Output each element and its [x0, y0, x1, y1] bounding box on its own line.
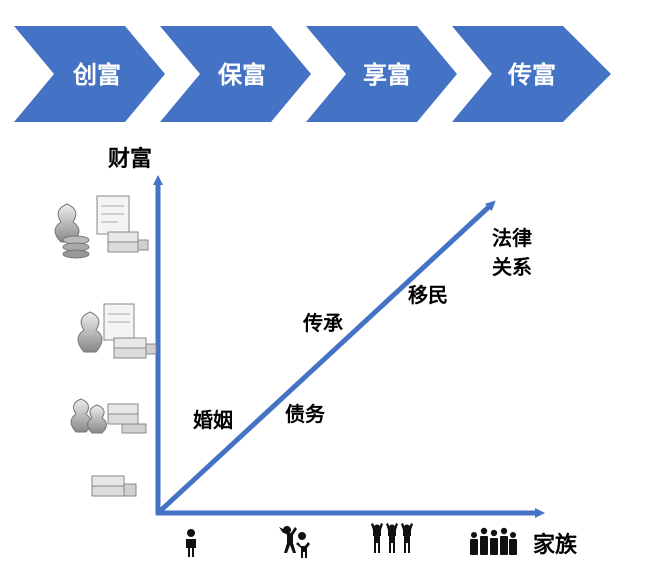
stage-label-2: 保富 — [217, 61, 266, 89]
y-axis-label: 财富 — [108, 146, 152, 172]
label-marriage: 婚姻 — [193, 408, 233, 432]
diagonal-labels: 婚姻 债务 传承 移民 法律 关系 — [193, 226, 532, 432]
growth-arrow — [156, 200, 496, 515]
stage-label-3: 享富 — [363, 61, 411, 89]
family-icons — [186, 523, 517, 558]
single-person-icon — [186, 529, 196, 557]
stage-chevron-1 — [14, 26, 165, 122]
x-axis-label: 家族 — [533, 532, 578, 558]
money-bags-coins-certificate-icon — [54, 195, 149, 259]
stage-label-1: 创富 — [72, 61, 121, 89]
axes: 财富 家族 — [108, 146, 578, 558]
label-legal-line2: 关系 — [492, 255, 532, 279]
stage-label-4: 传富 — [507, 61, 556, 89]
money-bags-stack-icon — [70, 398, 147, 434]
stage-chevron-2 — [160, 26, 311, 122]
money-bag-certificate-icon — [77, 303, 157, 359]
family-of-three-icon — [371, 523, 413, 553]
label-immigration: 移民 — [408, 283, 448, 307]
stage-chevron-3 — [306, 26, 457, 122]
large-family-icon — [470, 527, 517, 555]
stage-chevron-4 — [452, 26, 611, 122]
stage-bar: 创富 保富 享富 传富 — [14, 26, 611, 122]
label-inheritance: 传承 — [302, 311, 343, 335]
label-legal-line1: 法律 — [492, 226, 532, 250]
couple-icon — [279, 526, 310, 558]
cash-stack-icon — [91, 475, 137, 497]
label-debt: 债务 — [285, 402, 326, 426]
wealth-icons — [54, 195, 157, 497]
